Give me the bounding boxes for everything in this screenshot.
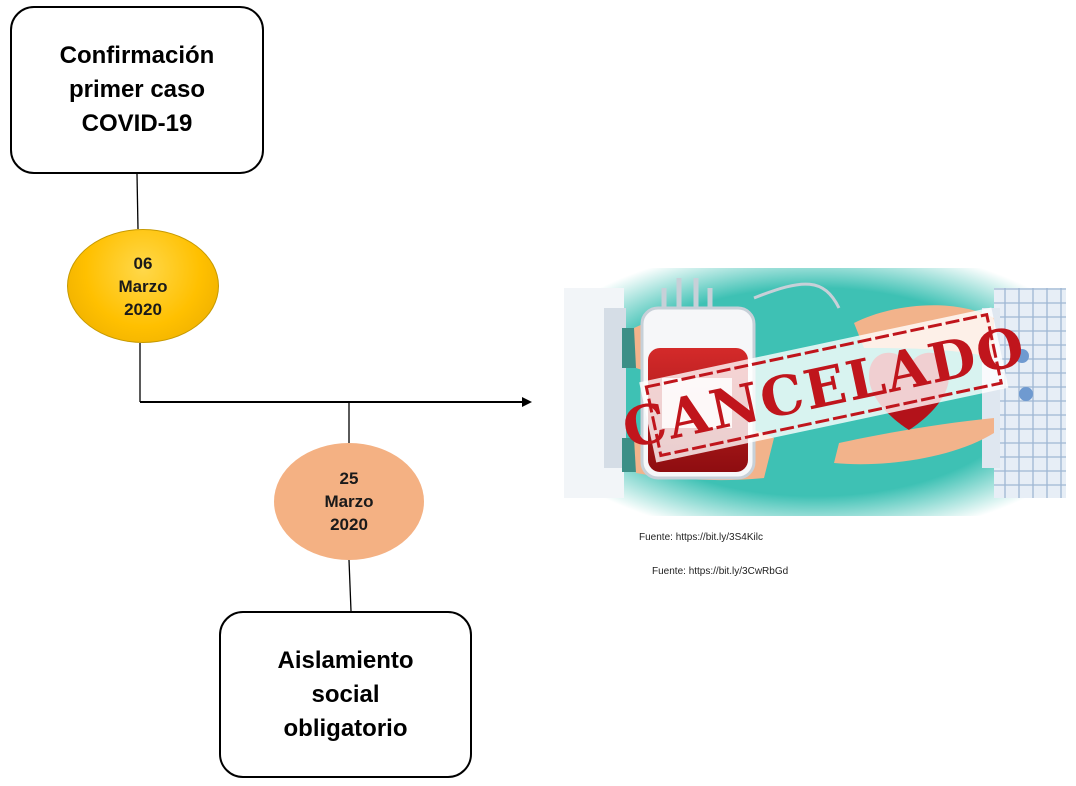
image-source-caption: Fuente: https://bit.ly/3CwRbGd — [652, 566, 789, 577]
image-source-caption: Fuente: https://bit.ly/3S4Kilc — [639, 532, 763, 543]
date-circle-second: 25 Marzo 2020 — [274, 443, 424, 560]
event-label-isolation: Aislamiento social obligatorio — [277, 646, 414, 742]
event-label-first-case: Confirmación primer caso COVID-19 — [59, 42, 215, 137]
event-box-first-case: Confirmación primer caso COVID-19 — [10, 6, 264, 174]
connector-top-box-to-date — [136, 173, 139, 230]
cancelled-donation-illustration: CANCELADO — [564, 268, 1066, 516]
date-circle-first: 06 Marzo 2020 — [67, 229, 219, 343]
date-label-second: 25 Marzo 2020 — [324, 469, 374, 534]
event-box-isolation: Aislamiento social obligatorio — [219, 611, 472, 778]
date-label-first: 06 Marzo 2020 — [118, 253, 168, 319]
connector-date-to-bottom-box — [348, 559, 352, 612]
